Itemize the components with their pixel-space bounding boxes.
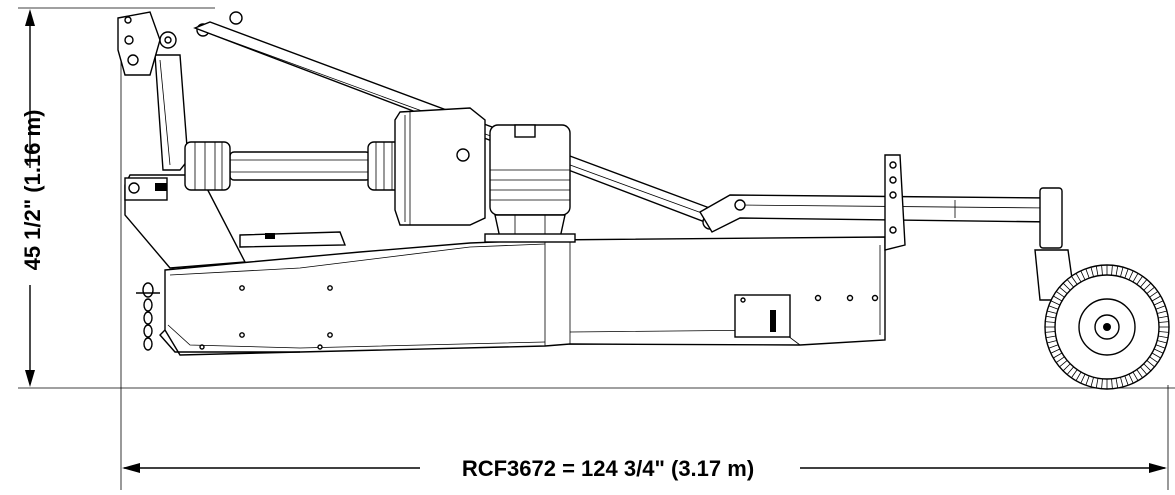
tread-rib: [1132, 371, 1139, 381]
pto-driveline: [184, 141, 401, 191]
width-dimension-label: RCF3672 = 124 3/4" (3.17 m): [462, 456, 754, 481]
tread-rib: [1153, 348, 1164, 354]
tread-rib: [1050, 348, 1061, 354]
tread-rib: [1128, 270, 1134, 281]
arrow-right-icon: [1149, 463, 1167, 473]
arrow-up-icon: [25, 9, 35, 26]
gearbox: [394, 107, 576, 243]
tread-rib: [1157, 340, 1167, 344]
tread-rib: [1155, 305, 1166, 310]
tread-rib: [1045, 331, 1056, 333]
tread-rib: [1136, 369, 1143, 379]
tread-rib: [1101, 265, 1103, 276]
tread-rib: [1053, 295, 1063, 302]
arrow-down-icon: [25, 370, 35, 387]
width-dimension: RCF3672 = 124 3/4" (3.17 m): [120, 30, 1169, 490]
tread-rib: [1155, 344, 1166, 349]
tread-rib: [1120, 267, 1124, 277]
tread-rib: [1153, 300, 1164, 306]
tread-rib: [1075, 273, 1082, 283]
tread-rib: [1128, 373, 1134, 384]
tread-rib: [1143, 363, 1152, 372]
height-dimension-label: 45 1/2" (1.16 m): [20, 110, 45, 271]
tread-rib: [1045, 335, 1056, 339]
tread-rib: [1151, 295, 1161, 302]
tread-rib: [1146, 360, 1155, 368]
tread-rib: [1062, 282, 1071, 291]
tread-rib: [1053, 352, 1063, 359]
tail-wheel-arm: [699, 154, 1061, 251]
safety-chain: [136, 282, 160, 351]
tread-rib: [1048, 305, 1059, 310]
tread-rib: [1140, 279, 1148, 288]
mower-deck: [159, 236, 886, 356]
tread-rib: [1115, 265, 1119, 276]
arrow-left-icon: [122, 463, 140, 473]
tread-rib: [1080, 270, 1086, 281]
tread-rib: [1047, 310, 1057, 314]
wheel-tread: [1045, 265, 1169, 389]
tread-rib: [1149, 291, 1159, 298]
tread-rib: [1132, 273, 1139, 283]
tread-rib: [1157, 310, 1167, 314]
tread-rib: [1136, 275, 1143, 285]
tread-rib: [1158, 315, 1169, 319]
tread-rib: [1062, 363, 1071, 372]
tread-rib: [1124, 268, 1129, 279]
tread-rib: [1124, 375, 1129, 386]
tread-rib: [1140, 366, 1148, 375]
tread-rib: [1075, 371, 1082, 381]
tread-rib: [1151, 352, 1161, 359]
tread-rib: [1045, 321, 1056, 323]
tread-rib: [1090, 377, 1094, 387]
tread-rib: [1143, 282, 1152, 291]
hitch-frame: [117, 11, 347, 351]
tread-rib: [1045, 315, 1056, 319]
tread-rib: [1158, 331, 1169, 333]
tread-rib: [1059, 286, 1068, 294]
tread-rib: [1066, 366, 1074, 375]
tread-rib: [1055, 356, 1065, 363]
height-dimension: 45 1/2" (1.16 m): [18, 7, 1175, 389]
tread-rib: [1050, 300, 1061, 306]
tread-rib: [1090, 267, 1094, 277]
tread-rib: [1071, 369, 1078, 379]
pto-guard-left: [184, 141, 231, 191]
tread-rib: [1047, 340, 1057, 344]
tread-rib: [1120, 377, 1124, 387]
tail-wheel: [1034, 187, 1170, 390]
tread-rib: [1158, 321, 1169, 323]
tread-rib: [1095, 265, 1099, 276]
tread-rib: [1055, 291, 1065, 298]
tread-rib: [1146, 286, 1155, 294]
tread-rib: [1048, 344, 1059, 349]
tread-rib: [1071, 275, 1078, 285]
tread-rib: [1095, 378, 1099, 389]
tread-rib: [1115, 378, 1119, 389]
tread-rib: [1149, 356, 1159, 363]
tread-rib: [1066, 279, 1074, 288]
tread-rib: [1085, 268, 1090, 279]
tread-rib: [1111, 378, 1113, 389]
tread-rib: [1111, 265, 1113, 276]
tread-rib: [1101, 378, 1103, 389]
tread-rib: [1158, 335, 1169, 339]
tread-rib: [1085, 375, 1090, 386]
tread-rib: [1080, 373, 1086, 384]
tread-rib: [1059, 360, 1068, 368]
